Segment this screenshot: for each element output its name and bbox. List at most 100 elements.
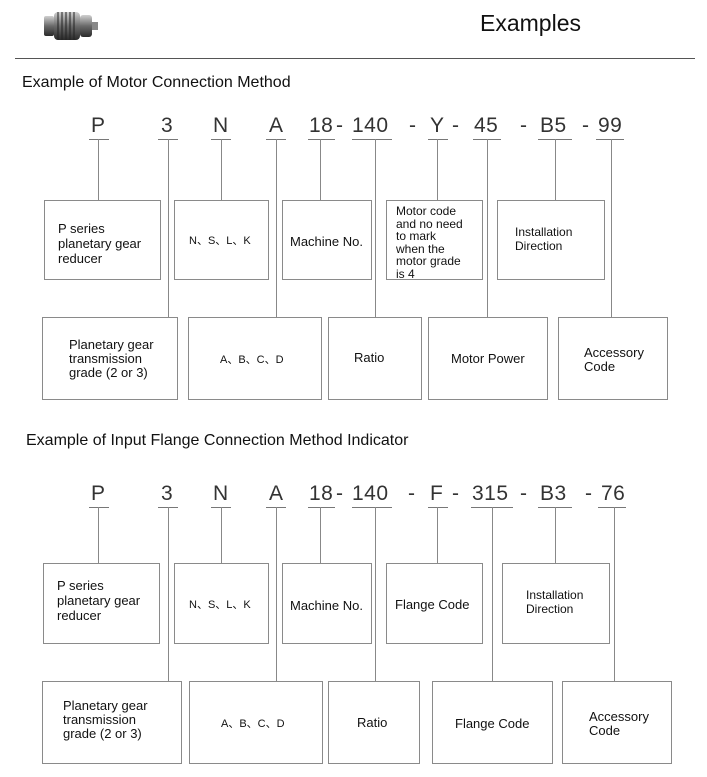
code-underline: [428, 507, 448, 508]
code-underline: [352, 507, 392, 508]
code-dash: -: [520, 482, 528, 506]
connector-line: [168, 139, 169, 317]
code-underline: [596, 139, 624, 140]
flange-code-bottom-box: Flange Code: [432, 681, 553, 764]
box-label: Machine No.: [290, 235, 363, 249]
connector-line: [555, 507, 556, 563]
box-label: Flange Code: [395, 598, 469, 612]
connector-line: [276, 507, 277, 681]
code-dash: -: [336, 114, 344, 138]
planetary-gear-reducer-icon: [40, 6, 100, 46]
code-series: P: [91, 482, 106, 506]
code-type: N: [213, 482, 229, 506]
connector-line: [168, 507, 169, 681]
code-dash: -: [520, 114, 528, 138]
box-label: A、B、C、D: [221, 717, 285, 731]
connector-line: [492, 507, 493, 681]
connector-line: [437, 139, 438, 200]
box-label: Ratio: [357, 716, 387, 730]
connector-line: [375, 507, 376, 681]
box-label: Machine No.: [290, 599, 363, 613]
box-label: Flange Code: [455, 717, 529, 731]
section-title-motor: Example of Motor Connection Method: [22, 74, 291, 92]
connector-line: [555, 139, 556, 200]
connector-line: [320, 139, 321, 200]
code-series: P: [91, 114, 106, 138]
type-box: N、S、L、K: [174, 563, 269, 644]
code-underline: [308, 139, 335, 140]
box-label: N、S、L、K: [189, 234, 251, 248]
code-underline: [308, 507, 335, 508]
machine-no-box: Machine No.: [282, 563, 372, 644]
box-label: N、S、L、K: [189, 598, 251, 612]
type-box: N、S、L、K: [174, 200, 269, 280]
code-dash: -: [336, 482, 344, 506]
section-title-flange: Example of Input Flange Connection Metho…: [26, 432, 408, 450]
variant-box: A、B、C、D: [188, 317, 322, 400]
code-grade: 3: [161, 482, 173, 506]
code-variant: A: [269, 114, 284, 138]
code-installation: B3: [540, 482, 567, 506]
box-label: Motor Power: [451, 352, 525, 366]
code-dash: -: [408, 482, 416, 506]
connector-line: [487, 139, 488, 317]
code-accessory: 99: [598, 114, 622, 138]
connector-line: [221, 139, 222, 200]
code-ratio: 140: [352, 482, 389, 506]
code-underline: [89, 507, 109, 508]
flange-code-top-box: Flange Code: [386, 563, 483, 644]
connector-line: [320, 507, 321, 563]
connector-line: [276, 139, 277, 317]
code-type: N: [213, 114, 229, 138]
motor-power-box: Motor Power: [428, 317, 548, 400]
ratio-box: Ratio: [328, 681, 420, 764]
variant-box: A、B、C、D: [189, 681, 323, 764]
code-machine-no: 18: [309, 482, 333, 506]
connector-line: [437, 507, 438, 563]
code-accessory: 76: [601, 482, 625, 506]
box-label: A、B、C、D: [220, 353, 284, 367]
code-installation: B5: [540, 114, 567, 138]
code-machine-no: 18: [309, 114, 333, 138]
code-dash: -: [585, 482, 593, 506]
code-grade: 3: [161, 114, 173, 138]
machine-no-box: Machine No.: [282, 200, 372, 280]
connector-line: [221, 507, 222, 563]
connector-line: [98, 139, 99, 200]
code-variant: A: [269, 482, 284, 506]
code-flange-size: 315: [472, 482, 509, 506]
box-label: Ratio: [354, 351, 384, 365]
code-motor: Y: [430, 114, 445, 138]
code-underline: [428, 139, 448, 140]
header-divider: [15, 58, 695, 59]
connector-line: [611, 139, 612, 317]
code-dash: -: [409, 114, 417, 138]
code-dash: -: [582, 114, 590, 138]
code-underline: [89, 139, 109, 140]
code-power: 45: [474, 114, 498, 138]
code-ratio: 140: [352, 114, 389, 138]
code-flange: F: [430, 482, 443, 506]
connector-line: [98, 507, 99, 563]
ratio-box: Ratio: [328, 317, 422, 400]
code-underline: [352, 139, 392, 140]
connector-line: [375, 139, 376, 317]
code-dash: -: [452, 114, 460, 138]
connector-line: [614, 507, 615, 681]
